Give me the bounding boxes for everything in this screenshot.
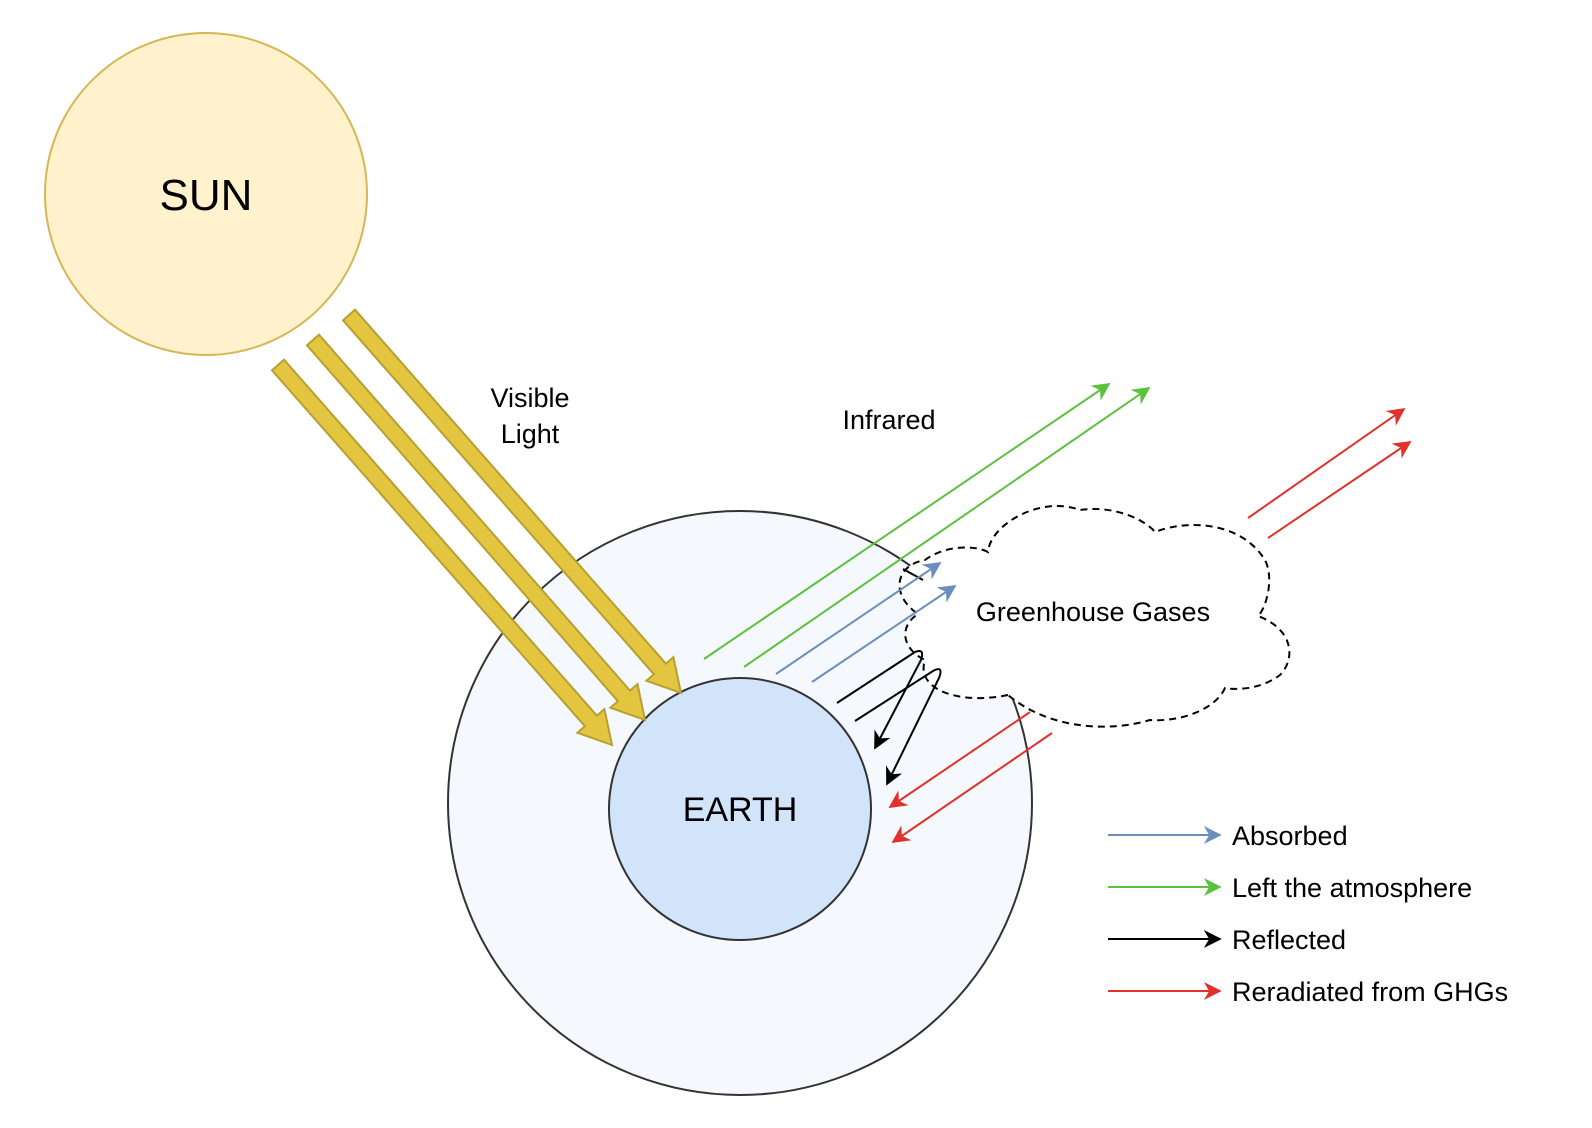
legend: Absorbed Left the atmosphere Reflected R… bbox=[1108, 821, 1508, 1007]
absorbed-arrow-2 bbox=[811, 584, 957, 683]
visible-light-label-line-1: Visible bbox=[490, 383, 569, 413]
visible-light-label-line-2: Light bbox=[501, 419, 560, 449]
earth-label: EARTH bbox=[683, 791, 798, 829]
legend-label-absorbed: Absorbed bbox=[1232, 821, 1348, 851]
greenhouse-label: Greenhouse Gases bbox=[976, 597, 1210, 627]
legend-label-left-atmosphere: Left the atmosphere bbox=[1232, 873, 1472, 903]
legend-label-reradiated: Reradiated from GHGs bbox=[1232, 977, 1508, 1007]
cloud-connector bbox=[902, 568, 924, 581]
legend-item-left-atmosphere: Left the atmosphere bbox=[1108, 873, 1472, 903]
visible-light-arrows bbox=[270, 308, 683, 747]
visible-light-arrow-1 bbox=[270, 358, 614, 747]
left-atmosphere-arrow-2 bbox=[743, 386, 1151, 668]
legend-label-reflected: Reflected bbox=[1232, 925, 1346, 955]
reradiated-arrow-out-1 bbox=[1247, 407, 1406, 519]
visible-light-arrow-2 bbox=[305, 333, 647, 722]
reradiated-arrow-out-2 bbox=[1267, 440, 1412, 539]
visible-light-arrow-3 bbox=[341, 308, 683, 695]
earth: EARTH bbox=[608, 677, 872, 941]
legend-item-absorbed: Absorbed bbox=[1108, 821, 1348, 851]
legend-item-reradiated: Reradiated from GHGs bbox=[1108, 977, 1508, 1007]
sun: SUN bbox=[44, 32, 368, 356]
reradiated-arrow-in-2 bbox=[891, 732, 1053, 844]
absorbed-arrow-1 bbox=[775, 561, 942, 675]
reflected-arrow-1 bbox=[836, 650, 924, 750]
greenhouse-gas-cloud bbox=[898, 505, 1291, 728]
legend-item-reflected: Reflected bbox=[1108, 925, 1346, 955]
reradiated-arrow-in-1 bbox=[888, 711, 1031, 809]
reflected-arrow-2 bbox=[854, 668, 942, 786]
sun-label: SUN bbox=[160, 171, 253, 220]
infrared-label: Infrared bbox=[842, 405, 935, 435]
left-atmosphere-arrow-1 bbox=[703, 382, 1111, 660]
